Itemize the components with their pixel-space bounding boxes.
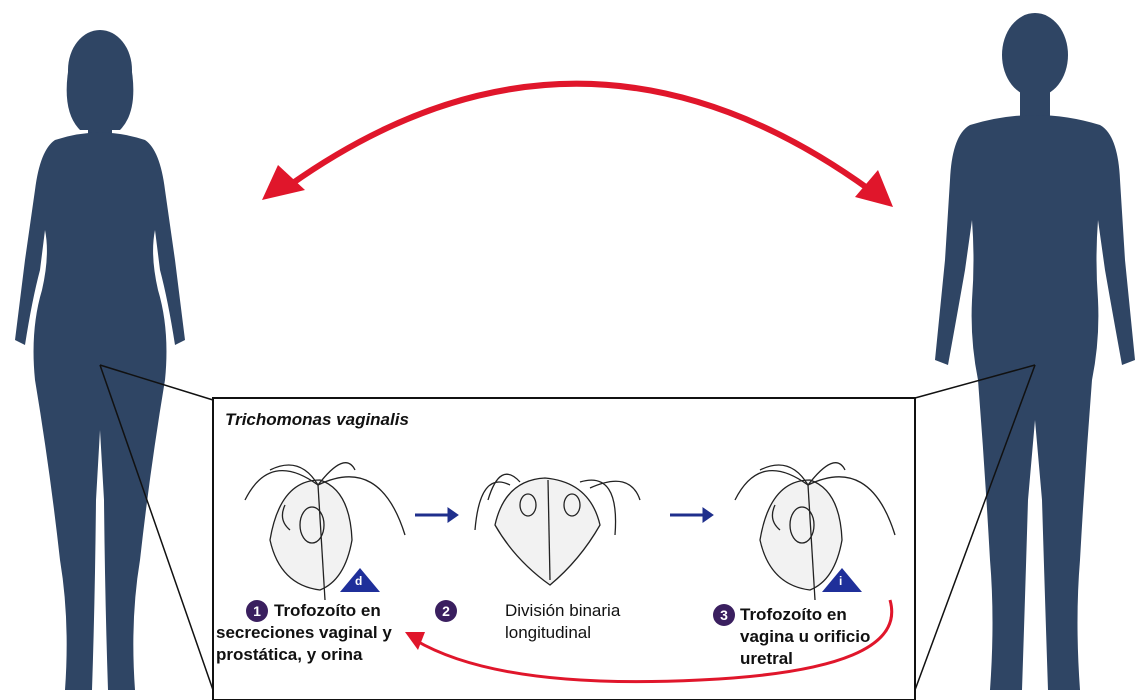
sexual-transmission-arrow (290, 84, 870, 190)
infective-marker-letter: i (839, 574, 842, 588)
stage-label-3-line-2: vagina u orificio (740, 626, 870, 648)
stage-label-3-line-1: Trofozoíto en (740, 604, 870, 626)
stage-label-2: División binaria longitudinal (505, 600, 620, 644)
stage-label-1: Trofozoíto en secreciones vaginal y pros… (216, 600, 392, 666)
stage-label-1-line-1: Trofozoíto en (216, 600, 392, 622)
stage-number-3: 3 (713, 604, 735, 626)
stage-label-2-line-1: División binaria (505, 600, 620, 622)
stage-label-1-line-3: prostática, y orina (216, 644, 392, 666)
diagnostic-marker-letter: d (355, 574, 362, 588)
panel-title: Trichomonas vaginalis (225, 410, 409, 430)
female-silhouette-icon (15, 30, 185, 690)
stage-number-2: 2 (435, 600, 457, 622)
stage-label-2-line-2: longitudinal (505, 622, 620, 644)
stage-label-3-line-3: uretral (740, 648, 870, 670)
transmission-arrowhead-right (855, 170, 893, 207)
stage-label-1-line-2: secreciones vaginal y (216, 622, 392, 644)
stage-label-3: Trofozoíto en vagina u orificio uretral (740, 604, 870, 670)
male-silhouette-icon (935, 13, 1135, 690)
